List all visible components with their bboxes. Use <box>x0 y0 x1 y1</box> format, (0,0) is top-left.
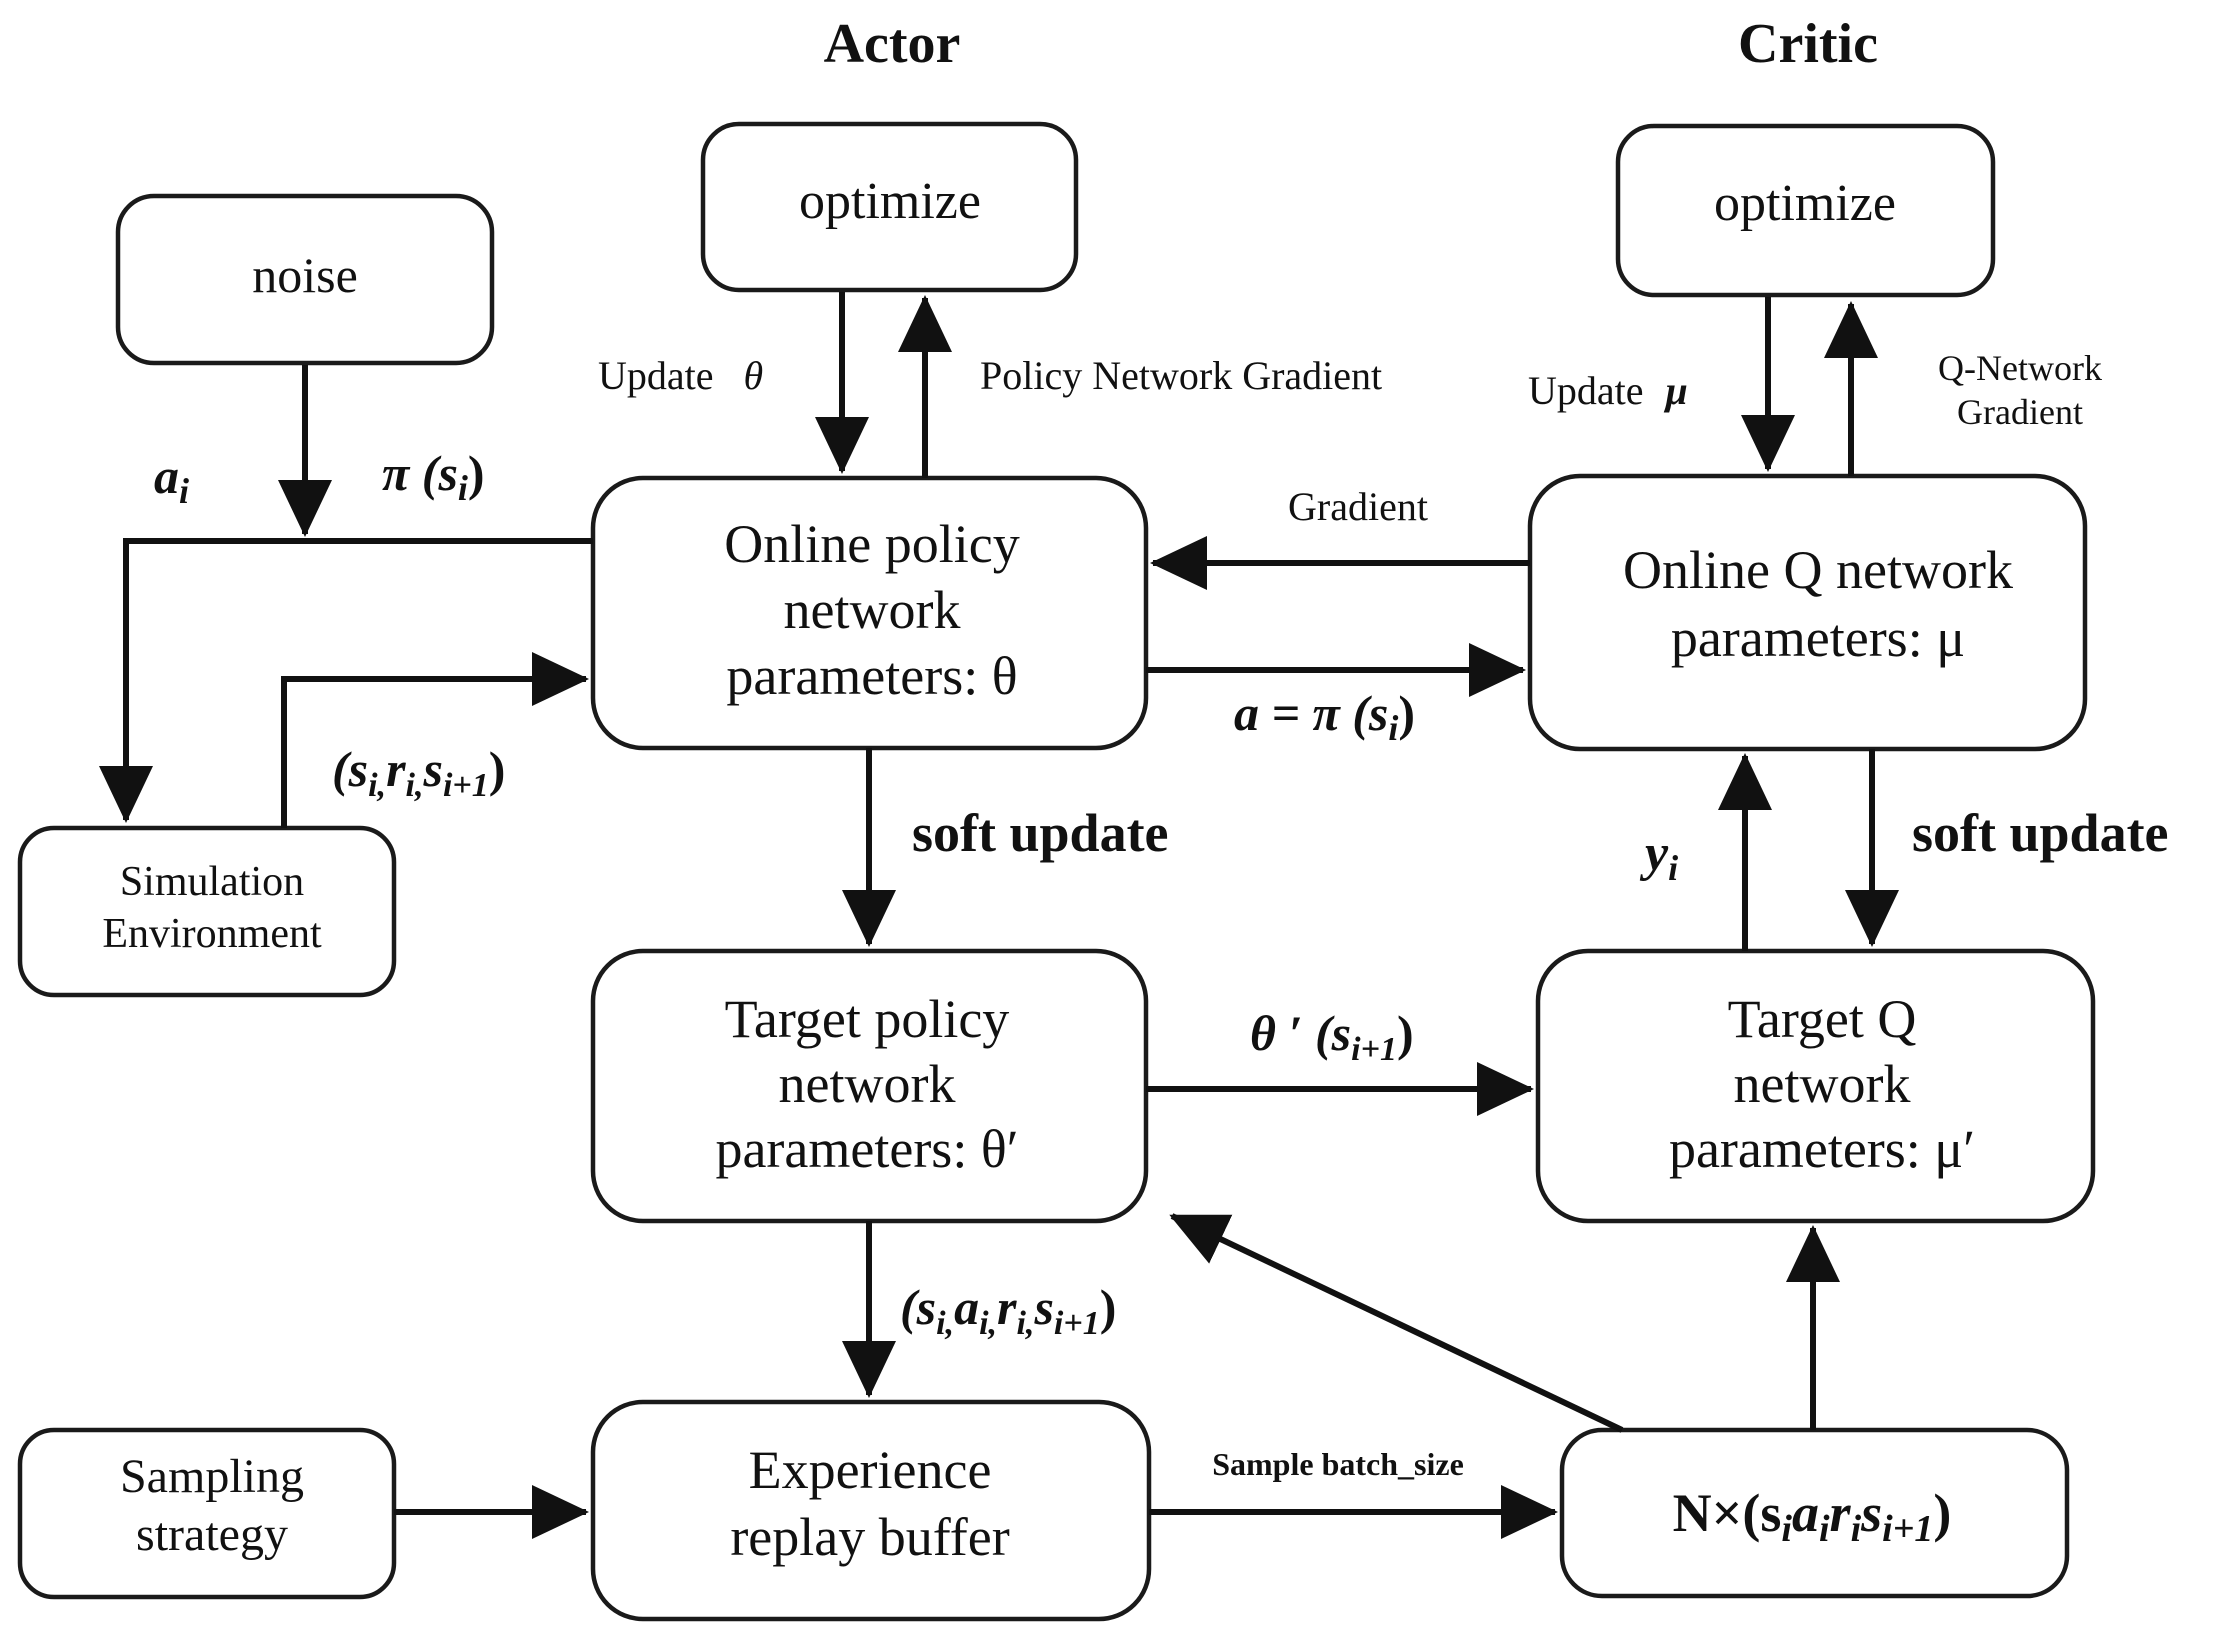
sampling-strategy-box: Sampling strategy <box>17 1427 397 1600</box>
policy-action-to-environment-arrow <box>99 538 593 823</box>
target-value-yi-label: yi <box>1639 825 1678 888</box>
target-q-line-1: Target Q <box>1728 989 1917 1049</box>
policy-network-gradient-label: Policy Network Gradient <box>980 353 1382 398</box>
target-q-line-3: parameters: μ′ <box>1669 1119 1975 1179</box>
batch-to-target-policy-arrow <box>1169 1213 1624 1433</box>
sampling-line-1: Sampling <box>120 1450 304 1503</box>
actor-soft-update-label: soft update <box>912 803 1169 863</box>
actor-optimize-box: optimize <box>700 121 1079 293</box>
experience-replay-buffer-box: Experience replay buffer <box>590 1399 1152 1622</box>
environment-transition-label: (si,ri,si+1) <box>332 741 505 804</box>
online-policy-line-3: parameters: θ <box>726 646 1017 706</box>
critic-optimize-box: optimize <box>1615 123 1996 298</box>
gradient-label: Gradient <box>1288 484 1428 529</box>
action-ai-label: ai <box>154 448 189 511</box>
critic-optimize-label: optimize <box>1714 175 1896 232</box>
online-policy-line-1: Online policy <box>724 514 1019 574</box>
environment-transition-to-policy-arrow <box>281 652 589 828</box>
simulation-environment-box: Simulation Environment <box>17 825 397 998</box>
target-policy-line-1: Target policy <box>725 989 1010 1049</box>
online-q-network-box: Online Q network parameters: μ <box>1527 473 2088 752</box>
online-q-line-2: parameters: μ <box>1671 608 1965 668</box>
noise-box: noise <box>115 193 495 366</box>
minibatch-box: N×(siairisi+1) <box>1559 1427 2070 1599</box>
q-network-gradient-label-line-2: Gradient <box>1957 392 2083 432</box>
online-q-line-1: Online Q network <box>1623 540 2013 600</box>
sampling-line-2: strategy <box>136 1508 288 1561</box>
simulation-line-1: Simulation <box>120 859 304 905</box>
action-equals-policy-label: a = π (si) <box>1234 685 1415 748</box>
replay-line-2: replay buffer <box>730 1507 1009 1567</box>
q-network-gradient-label-line-1: Q-Network <box>1938 348 2102 388</box>
replay-transition-label: (si,ai,ri,si+1) <box>900 1279 1116 1342</box>
policy-pi-si-label: π (si) <box>382 445 485 508</box>
target-q-network-box: Target Q network parameters: μ′ <box>1535 948 2096 1224</box>
critic-heading: Critic <box>1738 13 1878 75</box>
target-policy-line-2: network <box>779 1054 956 1114</box>
critic-soft-update-label: soft update <box>1912 803 2169 863</box>
target-q-line-2: network <box>1734 1054 1911 1114</box>
target-policy-network-box: Target policy network parameters: θ′ <box>590 948 1149 1224</box>
online-policy-network-box: Online policy network parameters: θ <box>590 475 1149 751</box>
target-policy-line-3: parameters: θ′ <box>715 1119 1018 1179</box>
replay-line-1: Experience <box>749 1440 992 1500</box>
actor-heading: Actor <box>824 13 961 75</box>
minibatch-label: N×(siairisi+1) <box>1673 1483 1952 1550</box>
simulation-line-2: Environment <box>102 911 322 957</box>
noise-box-label: noise <box>252 247 358 303</box>
sample-batch-size-label: Sample batch_size <box>1212 1446 1464 1482</box>
actor-optimize-label: optimize <box>799 173 981 230</box>
target-policy-action-label: θ ′ (si+1) <box>1250 1005 1414 1068</box>
online-policy-line-2: network <box>784 580 961 640</box>
